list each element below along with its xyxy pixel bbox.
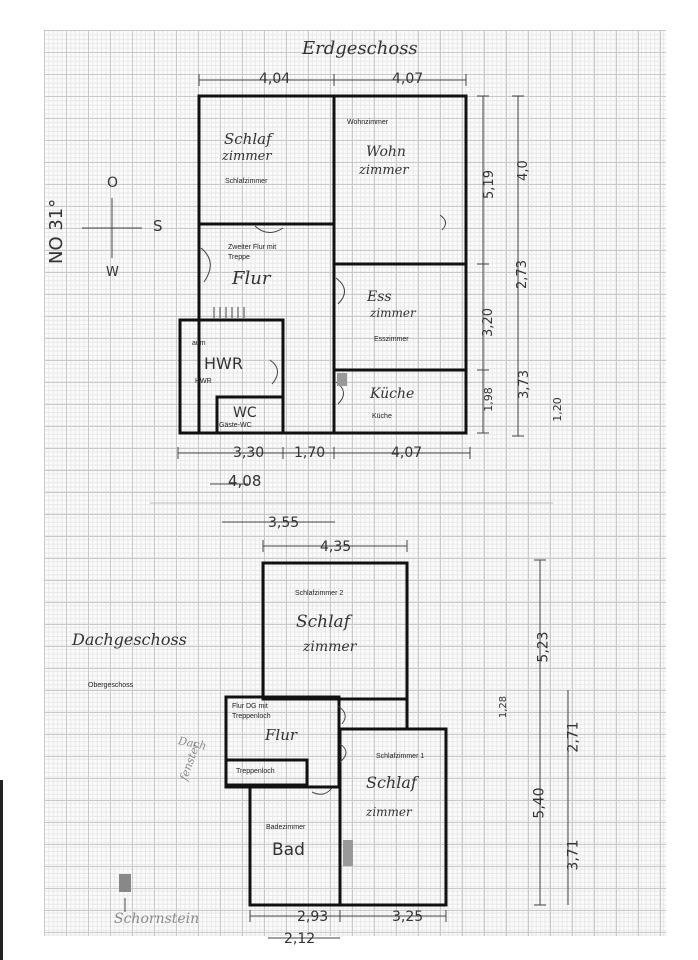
room-schlaf-hand-2: zimmer [222, 149, 272, 164]
chimney-mark-sketch [119, 874, 131, 892]
room-bad-hand: Bad [272, 840, 305, 860]
room-treppenloch-typed: Treppenloch [236, 768, 275, 775]
room-kueche-hand: Küche [370, 386, 415, 402]
room-schlaf-typed: Schlafzimmer [225, 178, 268, 185]
dim-top-right: 4,07 [392, 71, 424, 87]
dim-up-top-a: 3,55 [268, 515, 300, 531]
room-hwr-hand: HWR [204, 354, 243, 373]
dim-up-bottom-3: 2,12 [284, 931, 316, 947]
dim-far-right-3: 3,73 [516, 370, 532, 399]
room-flur-dg-typed-1: Flur DG mit [232, 703, 268, 710]
room-ess-hand-2: zimmer [370, 306, 416, 320]
upper-schlaf2-walls [261, 561, 409, 701]
dim-bottom-3: 4,07 [391, 445, 423, 461]
dim-top-left: 4,04 [259, 71, 291, 87]
dim-up-top-b: 4,35 [320, 539, 352, 555]
room-schlaf1-hand-1: Schlaf [366, 773, 417, 792]
room-schlaf-hand-1: Schlaf [224, 130, 272, 148]
room-flur-hand: Flur [232, 268, 271, 289]
title-upper-floor-typed: Obergeschoss [88, 682, 134, 689]
dim-bottom-total: 4,08 [228, 472, 262, 490]
room-schlaf1-hand-2: zimmer [366, 805, 412, 819]
dim-right-3: 1,98 [481, 387, 495, 412]
hwr-walls [178, 318, 285, 435]
room-schlaf2-hand-2: zimmer [303, 639, 357, 655]
chimney-mark-upper [343, 840, 353, 866]
room-wc-typed: Gäste-WC [219, 422, 252, 429]
room-wohn-hand-2: zimmer [359, 163, 409, 178]
title-upper-floor-hand: Dachgeschoss [72, 630, 187, 649]
compass-east-label: S [153, 217, 163, 235]
treppenloch-walls [224, 758, 309, 787]
dim-up-right-3: 3,71 [565, 839, 582, 871]
room-ess-typed: Esszimmer [374, 336, 409, 343]
dim-up-bottom-2: 3,25 [392, 909, 424, 925]
room-kueche-typed: Küche [372, 413, 392, 420]
room-ess-hand-1: Ess [367, 289, 392, 305]
chimney-label: Schornstein [114, 911, 200, 927]
room-flur-dg-typed-2: Treppenloch [232, 713, 271, 720]
room-bad-typed: Badezimmer [266, 824, 306, 831]
room-hwr-typed: HWR [195, 378, 212, 385]
room-schlaf2-typed: Schlafzimmer 2 [295, 590, 344, 597]
dim-far-right-2: 2,73 [514, 260, 530, 289]
dim-up-left-side-1: 1,28 [498, 695, 510, 719]
dim-up-right-1: 5,23 [535, 631, 552, 663]
room-wc-hand: WC [233, 405, 257, 421]
room-wohn-typed: Wohnzimmer [347, 119, 389, 126]
wc-walls [215, 395, 285, 435]
dim-up-bottom-1: 2,93 [297, 909, 329, 925]
room-flur-typed-1: Zweiter Flur mit [228, 244, 277, 251]
room-hwr-typed-top: aum [192, 340, 206, 347]
dim-bottom-1: 3,30 [233, 445, 265, 461]
chimney-mark-ground [337, 373, 347, 386]
compass-top-label: O [107, 175, 119, 191]
compass-bottom-label: W [106, 265, 119, 280]
dim-right-1: 5,19 [481, 170, 497, 199]
dim-up-left-side-2: 5,40 [531, 787, 548, 819]
dim-bottom-2: 1,70 [294, 445, 326, 461]
dim-far-right-1: 4,0 [515, 160, 531, 181]
dim-far-right-4: 1,20 [550, 397, 564, 422]
room-flur-typed-2: Treppe [228, 254, 250, 261]
dim-up-right-2: 2,71 [565, 721, 582, 753]
room-wohn-hand-1: Wohn [366, 144, 406, 160]
room-schlaf2-hand-1: Schlaf [296, 612, 350, 632]
upper-schlaf1-walls [338, 727, 448, 907]
dim-right-2: 3,20 [480, 308, 496, 337]
title-ground-floor: Erdgeschoss [302, 38, 418, 59]
graph-paper-grid [44, 30, 666, 936]
scan-edge [0, 780, 3, 960]
room-schlaf1-typed: Schlafzimmer 1 [376, 753, 425, 760]
compass-north-label: NO 31° [46, 198, 67, 264]
room-flur-dg-hand: Flur [265, 726, 298, 744]
